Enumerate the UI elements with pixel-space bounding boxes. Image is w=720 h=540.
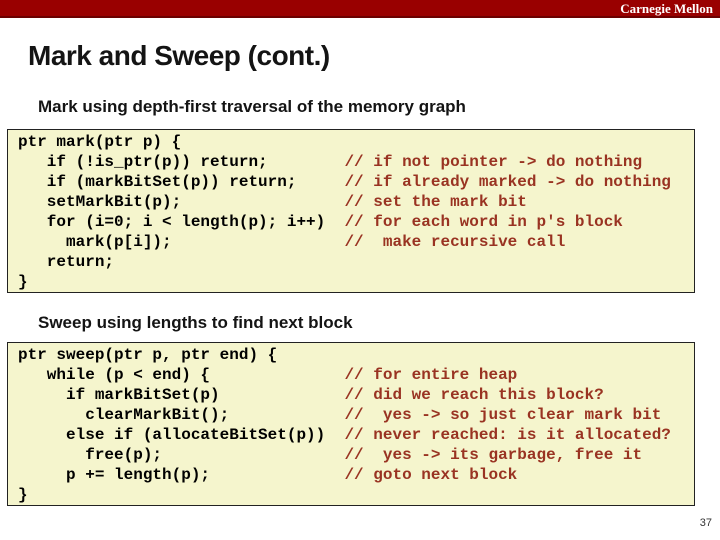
code-line: } bbox=[18, 272, 694, 292]
code-comment: // goto next block bbox=[344, 466, 518, 484]
code-text: } bbox=[18, 273, 28, 291]
brand-label: Carnegie Mellon bbox=[620, 1, 713, 16]
page-number: 37 bbox=[699, 517, 712, 529]
code-line: } bbox=[18, 485, 694, 505]
code-comment: // yes -> so just clear mark bit bbox=[344, 406, 662, 424]
code-comment: // for each word in p's block bbox=[344, 213, 623, 231]
code-line: clearMarkBit(); // yes -> so just clear … bbox=[18, 405, 694, 425]
code-text: if (markBitSet(p)) return; bbox=[18, 173, 345, 191]
code-line: ptr mark(ptr p) { bbox=[18, 132, 694, 152]
code-text: p += length(p); bbox=[18, 466, 345, 484]
code-line: if (!is_ptr(p)) return; // if not pointe… bbox=[18, 152, 694, 172]
code-comment: // make recursive call bbox=[344, 233, 566, 251]
code-comment: // if not pointer -> do nothing bbox=[344, 153, 643, 171]
code-comment: // yes -> its garbage, free it bbox=[344, 446, 643, 464]
code-line: else if (allocateBitSet(p)) // never rea… bbox=[18, 425, 694, 445]
code-comment: // if already marked -> do nothing bbox=[344, 173, 671, 191]
section-heading-mark: Mark using depth-first traversal of the … bbox=[38, 97, 466, 116]
code-text: mark(p[i]); bbox=[18, 233, 345, 251]
code-comment: // did we reach this block? bbox=[344, 386, 604, 404]
code-line: ptr sweep(ptr p, ptr end) { bbox=[18, 345, 694, 365]
code-text: for (i=0; i < length(p); i++) bbox=[18, 213, 345, 231]
code-text: free(p); bbox=[18, 446, 345, 464]
code-text: while (p < end) { bbox=[18, 366, 345, 384]
code-line: if markBitSet(p) // did we reach this bl… bbox=[18, 385, 694, 405]
code-block-sweep: ptr sweep(ptr p, ptr end) { while (p < e… bbox=[7, 342, 695, 506]
code-comment: // never reached: is it allocated? bbox=[344, 426, 671, 444]
code-line: mark(p[i]); // make recursive call bbox=[18, 232, 694, 252]
header-bar: Carnegie Mellon bbox=[0, 0, 720, 18]
code-line: setMarkBit(p); // set the mark bit bbox=[18, 192, 694, 212]
code-text: ptr mark(ptr p) { bbox=[18, 133, 182, 151]
code-comment: // set the mark bit bbox=[344, 193, 527, 211]
code-text: return; bbox=[18, 253, 115, 271]
code-line: return; bbox=[18, 252, 694, 272]
code-text: if (!is_ptr(p)) return; bbox=[18, 153, 345, 171]
code-line: if (markBitSet(p)) return; // if already… bbox=[18, 172, 694, 192]
code-line: for (i=0; i < length(p); i++) // for eac… bbox=[18, 212, 694, 232]
code-text: setMarkBit(p); bbox=[18, 193, 345, 211]
code-comment: // for entire heap bbox=[344, 366, 518, 384]
section-heading-sweep: Sweep using lengths to find next block bbox=[38, 313, 353, 332]
slide-title: Mark and Sweep (cont.) bbox=[28, 40, 330, 71]
code-line: free(p); // yes -> its garbage, free it bbox=[18, 445, 694, 465]
code-text: ptr sweep(ptr p, ptr end) { bbox=[18, 346, 278, 364]
code-text: else if (allocateBitSet(p)) bbox=[18, 426, 345, 444]
code-text: } bbox=[18, 486, 28, 504]
code-block-mark: ptr mark(ptr p) { if (!is_ptr(p)) return… bbox=[7, 129, 695, 293]
code-text: if markBitSet(p) bbox=[18, 386, 345, 404]
code-line: p += length(p); // goto next block bbox=[18, 465, 694, 485]
code-line: while (p < end) { // for entire heap bbox=[18, 365, 694, 385]
code-text: clearMarkBit(); bbox=[18, 406, 345, 424]
